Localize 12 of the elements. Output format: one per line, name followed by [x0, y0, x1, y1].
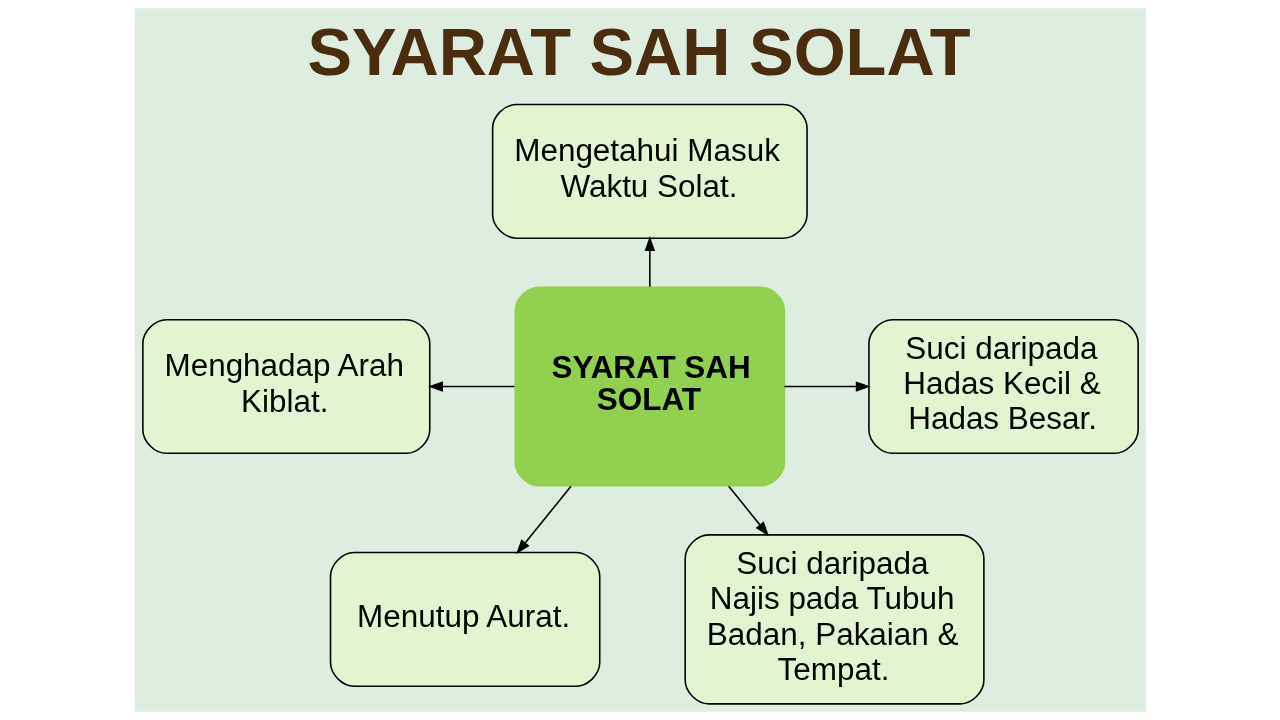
node-box: SYARAT SAH SOLAT [513, 286, 785, 487]
arrow [727, 485, 769, 537]
node-box: Suci daripada Najis pada Tubuh Badan, Pakaian & Tempat. [683, 534, 985, 705]
arrow [427, 381, 515, 392]
diagram-title: SYARAT SAH SOLAT [306, 15, 971, 90]
node-box: Menutup Aurat. [329, 551, 600, 687]
arrow [783, 381, 871, 392]
node-box: Suci daripada Hadas Kecil & Hadas Besar. [867, 318, 1139, 455]
arrow [515, 485, 572, 555]
arrow [644, 236, 655, 288]
node-box: Mengetahui Masuk Waktu Solat. [491, 103, 808, 239]
node-box: Menghadap Arah Kiblat. [141, 318, 431, 455]
